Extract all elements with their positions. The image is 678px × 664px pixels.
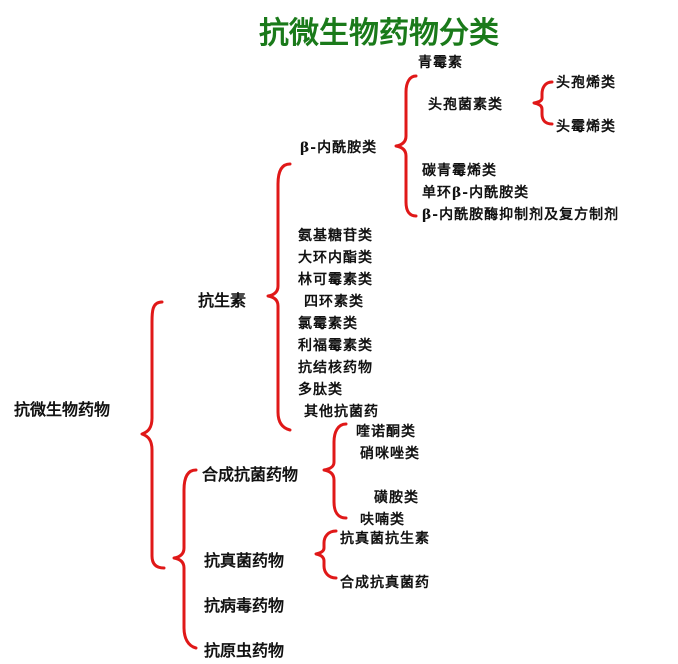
beta-lactam-bracket bbox=[394, 74, 418, 218]
synthetic-class-item: 硝咪唑类 bbox=[360, 446, 420, 462]
beta-lactamase-inhibitor-node: β-内酰胺酶抑制剂及复方制剂 bbox=[422, 207, 620, 223]
antifungal-bracket bbox=[314, 529, 338, 580]
antibiotic-class-item: 多肽类 bbox=[298, 382, 343, 398]
antibiotic-class-item: 大环内酯类 bbox=[298, 250, 373, 266]
cephalosporin-node: 头孢菌素类 bbox=[428, 97, 503, 113]
antibiotic-class-item: 氨基糖苷类 bbox=[298, 228, 373, 244]
monobactam-node: 单环β-内酰胺类 bbox=[422, 185, 530, 201]
antibiotic-class-item: 四环素类 bbox=[304, 294, 364, 310]
antibiotics-node: 抗生素 bbox=[198, 291, 247, 310]
cephem-node: 头孢烯类 bbox=[556, 75, 616, 91]
antibiotics-bracket bbox=[266, 162, 292, 432]
antibiotic-class-item: 氯霉素类 bbox=[298, 316, 358, 332]
cephamycin-node: 头霉烯类 bbox=[556, 119, 616, 135]
synthetic-class-item: 磺胺类 bbox=[374, 490, 419, 506]
antiviral-node: 抗病毒药物 bbox=[204, 596, 285, 615]
antifungal-class-item: 抗真菌抗生素 bbox=[340, 531, 430, 547]
antiprotozoal-node: 抗原虫药物 bbox=[204, 641, 285, 660]
synthetic-class-item: 喹诺酮类 bbox=[356, 424, 416, 440]
synthetic-bracket bbox=[322, 422, 348, 520]
antifungal-node: 抗真菌药物 bbox=[204, 551, 285, 570]
diagram-title: 抗微生物药物分类 bbox=[259, 16, 499, 51]
cephalosporin-bracket bbox=[532, 80, 554, 126]
category-bracket bbox=[172, 468, 198, 650]
synthetic-class-item: 呋喃类 bbox=[360, 512, 405, 528]
carbapenem-node: 碳青霉烯类 bbox=[422, 163, 497, 179]
beta-lactam-node: β-内酰胺类 bbox=[300, 140, 378, 156]
antibiotic-class-item: 林可霉素类 bbox=[298, 272, 373, 288]
root-node: 抗微生物药物 bbox=[14, 400, 111, 419]
synthetic-node: 合成抗菌药物 bbox=[202, 465, 299, 484]
antibiotic-class-item: 抗结核药物 bbox=[298, 360, 373, 376]
root-bracket bbox=[140, 300, 166, 570]
antibiotic-class-item: 利福霉素类 bbox=[298, 338, 373, 354]
penicillin-node: 青霉素 bbox=[418, 55, 463, 71]
antifungal-class-item: 合成抗真菌药 bbox=[340, 575, 430, 591]
antibiotic-class-item: 其他抗菌药 bbox=[304, 404, 379, 420]
